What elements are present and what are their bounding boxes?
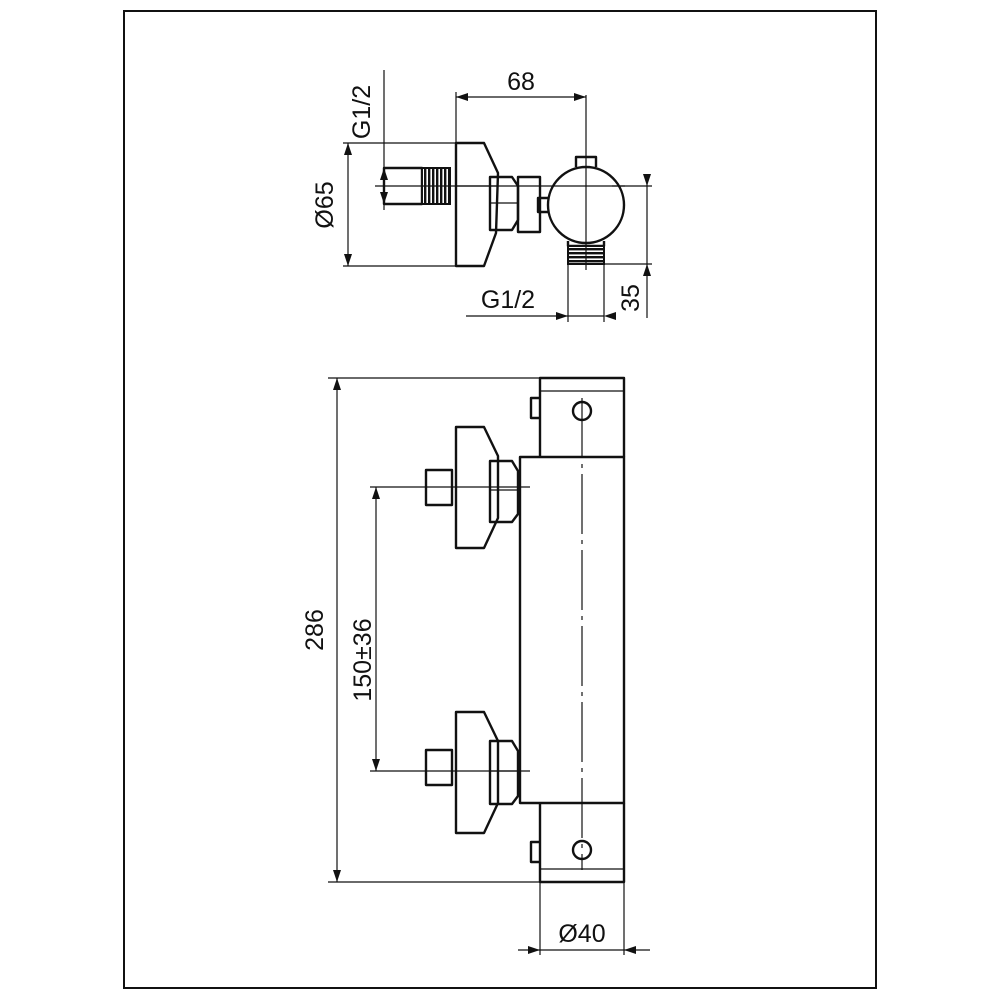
upper-inlet [370, 425, 530, 550]
dim-outlet-length-35: 35 [617, 284, 645, 312]
dim-height-286: 286 [301, 609, 329, 651]
mixer-body [518, 455, 626, 805]
dim-outlet-thread: G1/2 [481, 286, 535, 314]
dim-body-diameter-40: Ø40 [558, 920, 605, 948]
top-view: 68 G1/2 Ø65 35 G1/2 [311, 68, 652, 322]
front-view: 286 150±36 Ø40 [301, 376, 650, 955]
escutcheon [454, 141, 500, 268]
dim-width-68: 68 [507, 68, 535, 96]
top-cap-side [529, 396, 540, 420]
lower-inlet [370, 710, 530, 835]
connector [516, 175, 542, 234]
side-nub [536, 196, 548, 214]
dim-centers-150: 150±36 [349, 618, 377, 701]
dim-diameter-65: Ø65 [311, 181, 339, 228]
bottom-cap-side [529, 840, 540, 864]
drawing-frame [123, 10, 877, 989]
dim-inlet-thread: G1/2 [348, 85, 376, 139]
